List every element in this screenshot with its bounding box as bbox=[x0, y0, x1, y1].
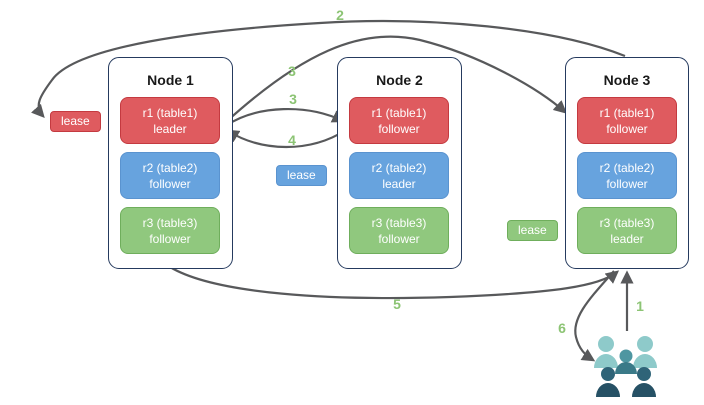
node-1-title: Node 1 bbox=[147, 72, 194, 88]
replica-role-label: leader bbox=[153, 121, 187, 136]
replica-range-label: r2 (table2) bbox=[371, 160, 427, 175]
replica-range-label: r2 (table2) bbox=[599, 160, 655, 175]
replica-role-label: follower bbox=[378, 121, 420, 136]
step-label-3-mid: 3 bbox=[289, 91, 297, 107]
node-3-replica-r1: r1 (table1) follower bbox=[577, 97, 677, 144]
replica-role-label: follower bbox=[149, 176, 191, 191]
node-1-replica-r3: r3 (table3) follower bbox=[120, 207, 220, 254]
node-3: Node 3 r1 (table1) follower r2 (table2) … bbox=[565, 57, 689, 269]
node-3-title: Node 3 bbox=[603, 72, 651, 88]
step-label-1: 1 bbox=[636, 298, 644, 314]
replica-role-label: leader bbox=[382, 176, 416, 191]
step-label-4: 4 bbox=[288, 132, 296, 148]
replica-range-label: r3 (table3) bbox=[142, 215, 198, 230]
arrow-step4-ack-to-leader bbox=[225, 129, 347, 149]
node-1: Node 1 r1 (table1) leader r2 (table2) fo… bbox=[108, 57, 233, 269]
replica-role-label: follower bbox=[606, 176, 648, 191]
replica-range-label: r1 (table1) bbox=[142, 105, 198, 120]
node-2-replica-r2: r2 (table2) leader bbox=[349, 152, 449, 199]
users-icon bbox=[594, 336, 657, 397]
arrow-step3-leader-to-node3-follower bbox=[225, 35, 567, 123]
node-2-replica-r1: r1 (table1) follower bbox=[349, 97, 449, 144]
lease-badge-table2: lease bbox=[276, 165, 327, 186]
replica-range-label: r1 (table1) bbox=[371, 105, 427, 120]
node-2: Node 2 r1 (table1) follower r2 (table2) … bbox=[337, 57, 462, 269]
step-label-6: 6 bbox=[558, 320, 566, 336]
replica-range-label: r2 (table2) bbox=[142, 160, 198, 175]
lease-badge-table1: lease bbox=[50, 111, 101, 132]
replica-range-label: r3 (table3) bbox=[599, 215, 655, 230]
replica-range-label: r3 (table3) bbox=[371, 215, 427, 230]
step-label-3-top: 3 bbox=[288, 63, 296, 79]
replica-range-label: r1 (table1) bbox=[599, 105, 655, 120]
step-label-2: 2 bbox=[336, 7, 344, 23]
node-1-replica-r1: r1 (table1) leader bbox=[120, 97, 220, 144]
replica-role-label: follower bbox=[149, 231, 191, 246]
node-2-replica-r3: r3 (table3) follower bbox=[349, 207, 449, 254]
lease-badge-table3: lease bbox=[507, 220, 558, 241]
arrow-step6-gateway-to-client bbox=[574, 270, 615, 362]
node-2-title: Node 2 bbox=[376, 72, 423, 88]
node-3-replica-r2: r2 (table2) follower bbox=[577, 152, 677, 199]
replica-role-label: follower bbox=[606, 121, 648, 136]
replica-role-label: leader bbox=[610, 231, 644, 246]
node-1-replica-r2: r2 (table2) follower bbox=[120, 152, 220, 199]
arrow-step5-leader-to-gateway bbox=[169, 266, 620, 300]
arrow-step3-leader-to-node2-follower bbox=[226, 108, 346, 126]
replica-role-label: follower bbox=[378, 231, 420, 246]
node-3-replica-r3: r3 (table3) leader bbox=[577, 207, 677, 254]
arrow-step2-gateway-to-lease bbox=[31, 19, 626, 118]
step-label-5: 5 bbox=[393, 296, 401, 312]
